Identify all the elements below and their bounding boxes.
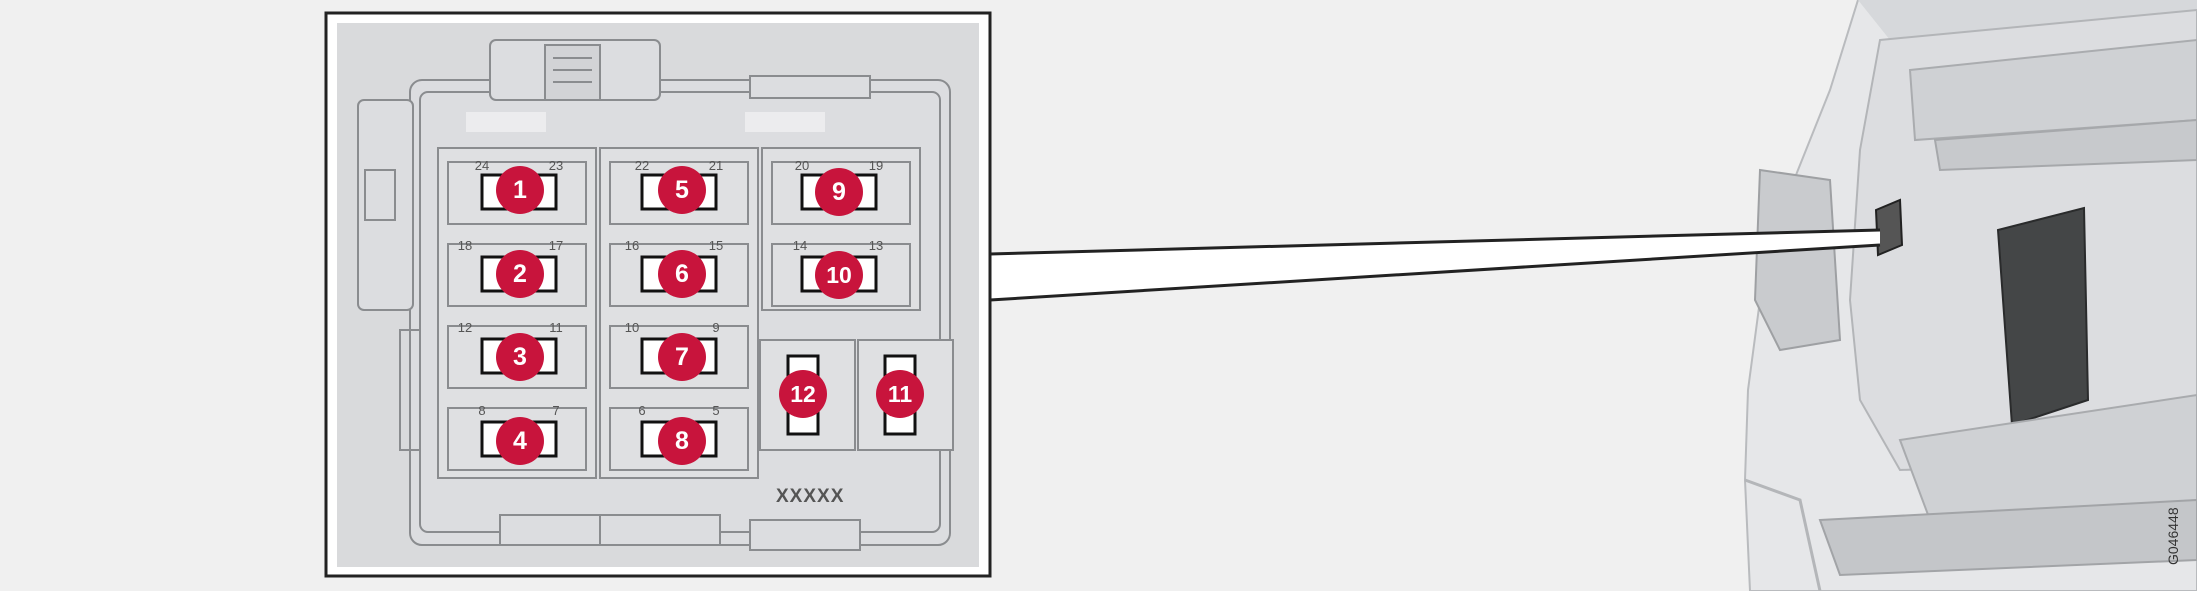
callout-connector [989, 228, 1881, 302]
slot-number: 24 [475, 158, 489, 173]
slot-number: 12 [458, 320, 472, 335]
slot-number: 17 [549, 238, 563, 253]
fuse-marker-7: 7 [658, 333, 706, 381]
slot-number: 8 [478, 403, 485, 418]
slot-number: 7 [552, 403, 559, 418]
slot-number: 5 [712, 403, 719, 418]
slot-number: 9 [712, 320, 719, 335]
slot-number: 13 [869, 238, 883, 253]
slot-number: 18 [458, 238, 472, 253]
fuse-marker-10: 10 [815, 251, 863, 299]
fuse-marker-4: 4 [496, 417, 544, 465]
fuse-marker-label: 3 [513, 343, 527, 371]
fuse-marker-12: 12 [779, 370, 827, 418]
slot-number: 15 [709, 238, 723, 253]
slot-number: 22 [635, 158, 649, 173]
fuse-marker-label: 1 [513, 176, 527, 204]
fuse-marker-label: 6 [675, 260, 689, 288]
slot-number: 10 [625, 320, 639, 335]
slot-number: 6 [638, 403, 645, 418]
fuse-marker-2: 2 [496, 250, 544, 298]
slot-number: 20 [795, 158, 809, 173]
fuse-marker-label: 4 [513, 427, 527, 455]
fuse-marker-3: 3 [496, 333, 544, 381]
fuse-marker-label: 8 [675, 427, 689, 455]
fuse-marker-label: 11 [888, 381, 913, 407]
fuse-marker-label: 7 [675, 343, 689, 371]
slot-number: 16 [625, 238, 639, 253]
slot-numbers: 24 23 22 21 20 19 18 17 16 15 14 13 12 1… [458, 158, 883, 418]
fuse-markers: 1 2 3 4 5 6 7 8 [496, 166, 924, 465]
fuse-marker-label: 10 [826, 262, 852, 288]
figure-id: G046448 [2165, 507, 2181, 565]
car-rear-illustration [1743, 0, 2197, 591]
fuse-marker-5: 5 [658, 166, 706, 214]
fuse-marker-1: 1 [496, 166, 544, 214]
fuse-marker-label: 9 [832, 178, 846, 206]
fuse-marker-6: 6 [658, 250, 706, 298]
fuse-marker-label: 5 [675, 176, 689, 204]
fuse-marker-label: 12 [790, 381, 816, 407]
slot-number: 21 [709, 158, 723, 173]
fuse-marker-label: 2 [513, 260, 527, 288]
slot-number: 23 [549, 158, 563, 173]
box-code-label: XXXXX [776, 486, 844, 507]
slot-number: 14 [793, 238, 807, 253]
fuse-marker-11: 11 [876, 370, 924, 418]
fuse-marker-9: 9 [815, 168, 863, 216]
slot-number: 19 [869, 158, 883, 173]
fuse-marker-8: 8 [658, 417, 706, 465]
slot-number: 11 [549, 320, 563, 335]
